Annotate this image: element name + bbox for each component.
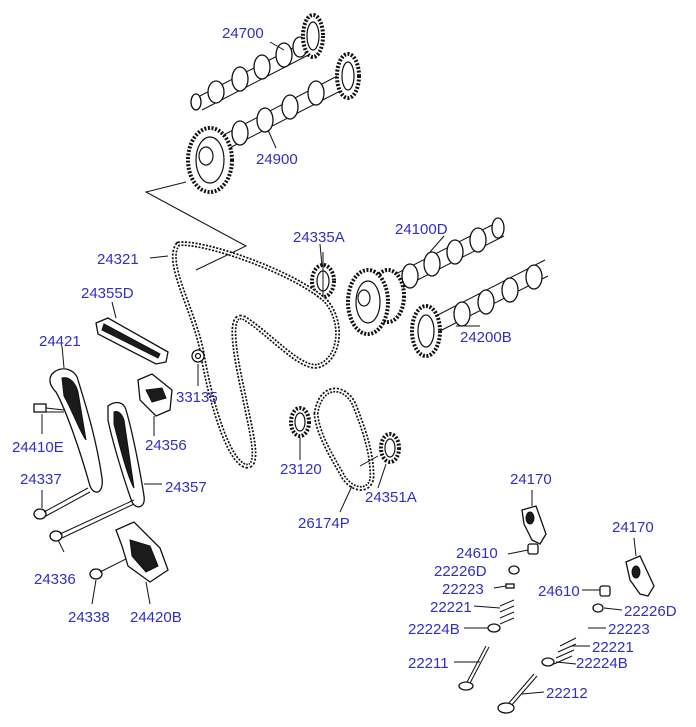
tensioner-24420b[interactable] xyxy=(115,521,169,583)
leader-lines xyxy=(41,41,637,695)
label-24170-right[interactable]: 24170 xyxy=(612,519,654,536)
label-22223-left[interactable]: 22223 xyxy=(442,581,484,598)
label-22221-left[interactable]: 22221 xyxy=(430,599,472,616)
guide-rail-24357[interactable] xyxy=(107,401,145,508)
label-24410e[interactable]: 24410E xyxy=(12,439,64,456)
label-26174p[interactable]: 26174P xyxy=(298,515,350,532)
label-24337[interactable]: 24337 xyxy=(20,471,62,488)
label-24200b[interactable]: 24200B xyxy=(460,329,512,346)
label-22211[interactable]: 22211 xyxy=(408,655,449,672)
camshaft-24100d[interactable] xyxy=(346,217,505,336)
label-24610-right[interactable]: 24610 xyxy=(538,583,580,600)
label-24170-left[interactable]: 24170 xyxy=(510,471,552,488)
valve-assembly-right[interactable] xyxy=(497,585,611,714)
label-24356[interactable]: 24356 xyxy=(145,437,187,454)
label-24900[interactable]: 24900 xyxy=(256,151,298,168)
lower-timing-chain-26174p[interactable] xyxy=(313,387,375,491)
label-22223-right[interactable]: 22223 xyxy=(608,621,650,638)
bolt-24338[interactable] xyxy=(89,557,129,580)
sprocket-24351a[interactable] xyxy=(359,432,401,467)
valve-assembly-left[interactable] xyxy=(458,543,539,691)
label-23120[interactable]: 23120 xyxy=(280,461,322,478)
camshaft-24700[interactable] xyxy=(190,13,325,111)
chain-guide-24355d[interactable] xyxy=(95,317,169,365)
part-number-labels: 24700 24900 24335A 24100D 24321 24355D 2… xyxy=(12,25,677,702)
label-24700[interactable]: 24700 xyxy=(222,25,264,42)
label-22226d-left[interactable]: 22226D xyxy=(434,563,487,580)
camshaft-24200b[interactable] xyxy=(410,259,549,358)
label-22226d-right[interactable]: 22226D xyxy=(624,603,677,620)
label-22224b-right[interactable]: 22224B xyxy=(576,655,628,672)
label-24336[interactable]: 24336 xyxy=(34,571,76,588)
bolt-24410e[interactable] xyxy=(33,403,65,413)
reference-bracket-line xyxy=(144,181,248,271)
label-24355d[interactable]: 24355D xyxy=(81,285,134,302)
label-24421[interactable]: 24421 xyxy=(39,333,81,350)
tensioner-24356[interactable] xyxy=(137,373,173,417)
sprocket-24335a[interactable] xyxy=(310,252,336,299)
washer-33135[interactable] xyxy=(191,349,205,363)
label-22212[interactable]: 22212 xyxy=(546,685,588,702)
label-24357[interactable]: 24357 xyxy=(165,479,207,496)
label-33135[interactable]: 33135 xyxy=(176,389,218,406)
tensioner-arm-24421[interactable] xyxy=(49,368,103,493)
rocker-arm-24170-left[interactable] xyxy=(521,505,547,545)
bolt-24337[interactable] xyxy=(33,487,91,520)
rocker-arm-24170-right[interactable] xyxy=(625,555,655,597)
label-24321[interactable]: 24321 xyxy=(97,251,139,268)
label-24335a[interactable]: 24335A xyxy=(293,229,345,246)
label-24610-left[interactable]: 24610 xyxy=(456,545,498,562)
label-24351a[interactable]: 24351A xyxy=(365,489,417,506)
bolt-24336[interactable] xyxy=(49,499,135,542)
label-24100d[interactable]: 24100D xyxy=(395,221,448,238)
label-22221-right[interactable]: 22221 xyxy=(592,639,634,656)
label-22224b-left[interactable]: 22224B xyxy=(408,621,460,638)
camshaft-24900[interactable] xyxy=(186,52,361,194)
crank-sprocket-23120[interactable] xyxy=(289,406,311,458)
label-24338[interactable]: 24338 xyxy=(68,609,110,626)
label-24420b[interactable]: 24420B xyxy=(130,609,182,626)
